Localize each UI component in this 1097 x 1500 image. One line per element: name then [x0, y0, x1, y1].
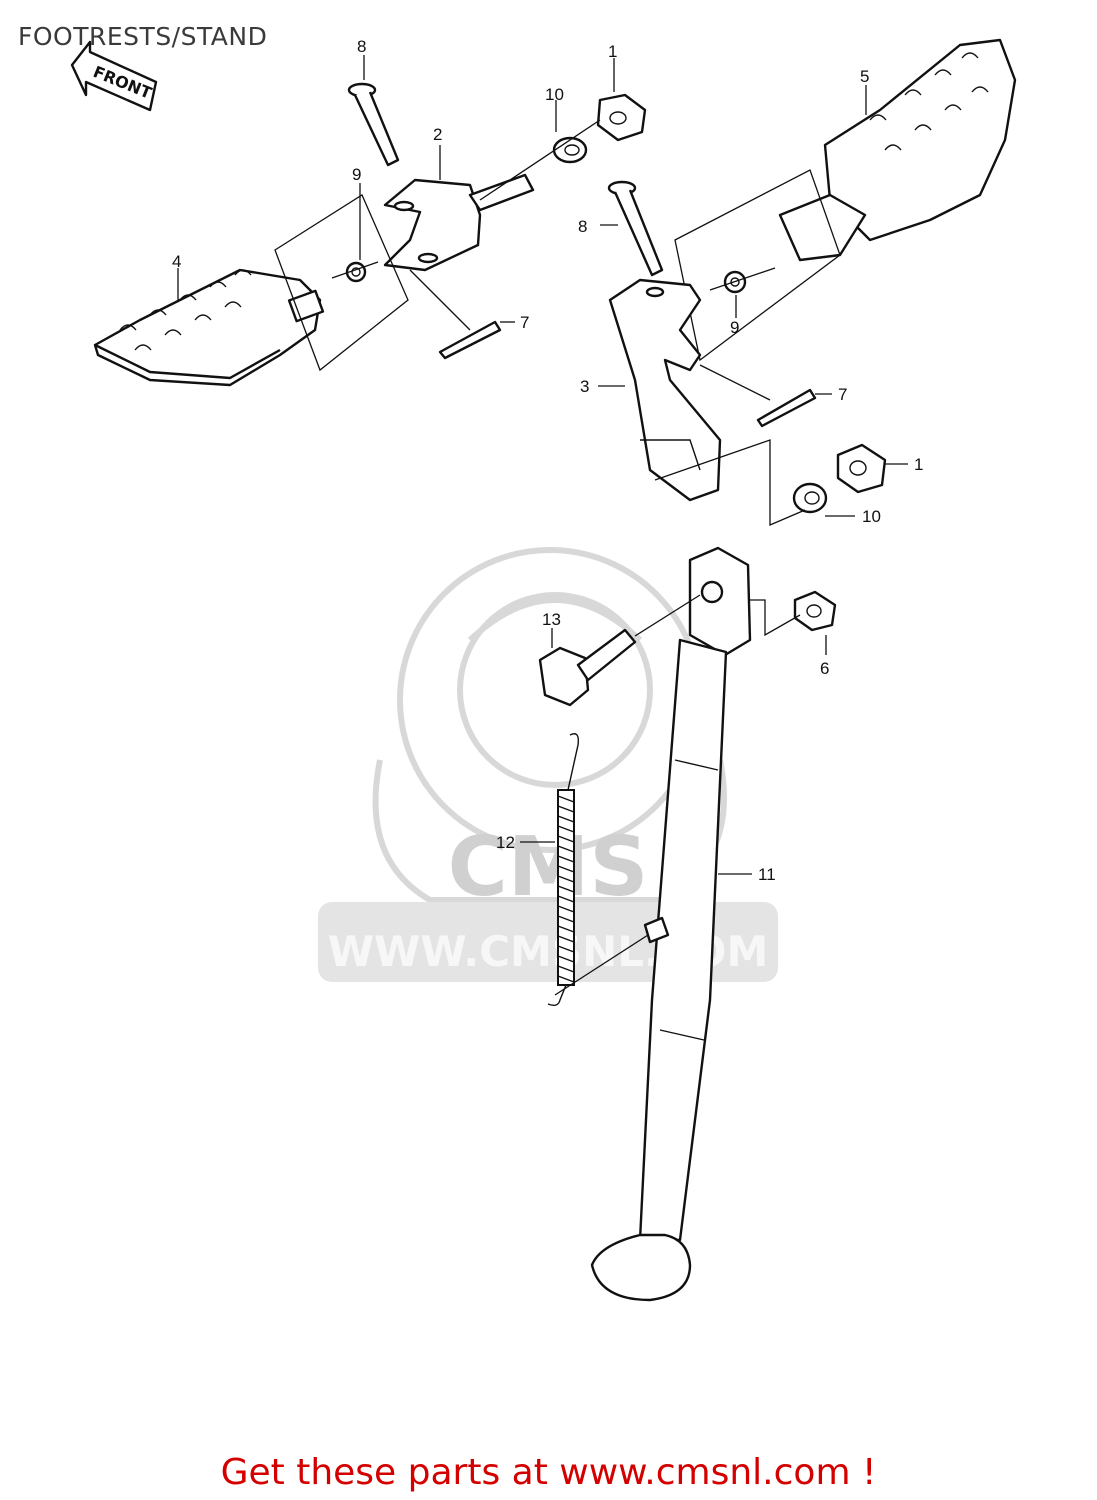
callout-stand-spring: 12: [496, 833, 515, 852]
assembly-box-right: [674, 169, 841, 362]
front-arrow-badge: FRONT: [70, 40, 158, 112]
watermark-brand: CMS: [448, 820, 649, 915]
page-title: FOOTRESTS/STAND: [18, 22, 268, 51]
callout-footrest-left: 4: [172, 252, 181, 271]
footrest-right: 5: [778, 38, 1017, 262]
callout-footrest-right: 5: [860, 67, 869, 86]
callout-nut-lower: 1: [914, 455, 923, 474]
callout-washer-top: 10: [545, 85, 564, 104]
spring-right: 9: [709, 267, 776, 337]
stand-bolt: 13: [538, 594, 701, 707]
stand-spring: 12: [496, 733, 670, 1007]
pin-right: 8: [578, 180, 664, 277]
cotter-pin-right: 7: [699, 364, 847, 428]
cotter-pin-left: 7: [409, 269, 529, 360]
parts-diagram: CMS WWW.CMSNL.COM FRONT 8 2 10 1: [70, 37, 1017, 1302]
callout-pin-left: 8: [357, 37, 366, 56]
callout-nut-stand: 6: [820, 659, 829, 678]
callout-stand-bolt: 13: [542, 610, 561, 629]
callout-spring-left: 9: [352, 165, 361, 184]
callout-cotter-left: 7: [520, 313, 529, 332]
footrest-left: 4: [93, 252, 325, 387]
nut-top: 1: [596, 42, 647, 142]
pin-left: 8: [347, 37, 400, 167]
bracket-right: 3: [580, 278, 722, 502]
callout-pin-right: 8: [578, 217, 587, 236]
bracket-left: 2: [383, 125, 535, 272]
callout-washer-lower: 10: [862, 507, 881, 526]
nut-stand: 6: [750, 590, 837, 678]
nut-lower: 1: [836, 443, 923, 494]
spring-left: 9: [331, 165, 379, 283]
callout-cotter-right: 7: [838, 385, 847, 404]
washer-top: 10: [545, 85, 588, 164]
callout-bracket-right: 3: [580, 377, 589, 396]
side-stand: 11: [590, 546, 776, 1302]
callout-spring-right: 9: [730, 318, 739, 337]
washer-lower: 10: [792, 482, 881, 526]
callout-side-stand: 11: [758, 865, 776, 884]
footer-promo-link[interactable]: Get these parts at www.cmsnl.com !: [220, 1452, 877, 1493]
axis-line-lower: [654, 439, 806, 526]
assembly-box-left: [274, 194, 409, 372]
axis-line-top: [479, 119, 601, 201]
callout-bracket-left: 2: [433, 125, 442, 144]
callout-nut-top: 1: [608, 42, 617, 61]
